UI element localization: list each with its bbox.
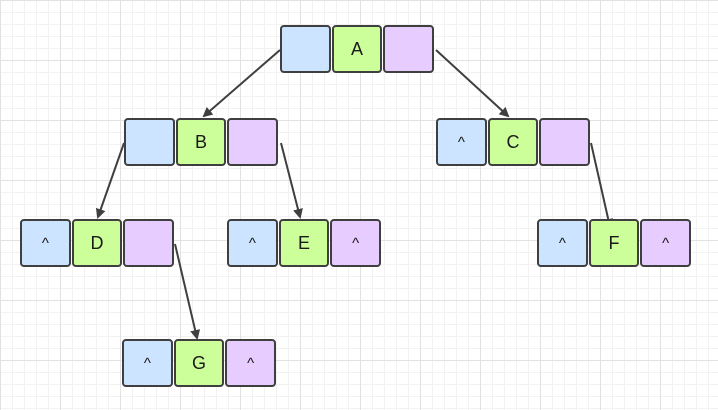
data-field: A: [331, 25, 383, 73]
data-field: F: [588, 219, 640, 267]
right-pointer-field: ^: [640, 219, 692, 267]
edge-b-to-d: [95, 142, 125, 219]
edge-d-to-g: [174, 243, 201, 340]
data-field: C: [487, 118, 539, 166]
tree-node-c: ^ C: [436, 118, 591, 166]
right-pointer-field: [539, 118, 591, 166]
data-field: B: [175, 118, 227, 166]
left-pointer-field: ^: [436, 118, 487, 166]
tree-node-f: ^ F ^: [537, 219, 692, 267]
tree-node-g: ^ G ^: [122, 339, 277, 387]
tree-node-b: B: [124, 118, 279, 166]
right-pointer-field: [227, 118, 279, 166]
data-field: G: [173, 339, 225, 387]
right-pointer-field: [383, 25, 435, 73]
left-pointer-field: ^: [122, 339, 173, 387]
edge-a-to-b: [202, 49, 281, 118]
edge-c-to-f: [590, 142, 614, 229]
edge-a-to-c: [435, 49, 510, 118]
data-field: E: [278, 219, 330, 267]
tree-node-d: ^ D: [20, 219, 175, 267]
right-pointer-field: ^: [330, 219, 382, 267]
left-pointer-field: ^: [227, 219, 278, 267]
left-pointer-field: [280, 25, 331, 73]
left-pointer-field: ^: [20, 219, 71, 267]
tree-node-e: ^ E ^: [227, 219, 382, 267]
left-pointer-field: [124, 118, 175, 166]
edge-b-to-e: [280, 142, 303, 219]
right-pointer-field: [123, 219, 175, 267]
left-pointer-field: ^: [537, 219, 588, 267]
tree-node-a: A: [280, 25, 435, 73]
right-pointer-field: ^: [225, 339, 277, 387]
data-field: D: [71, 219, 123, 267]
